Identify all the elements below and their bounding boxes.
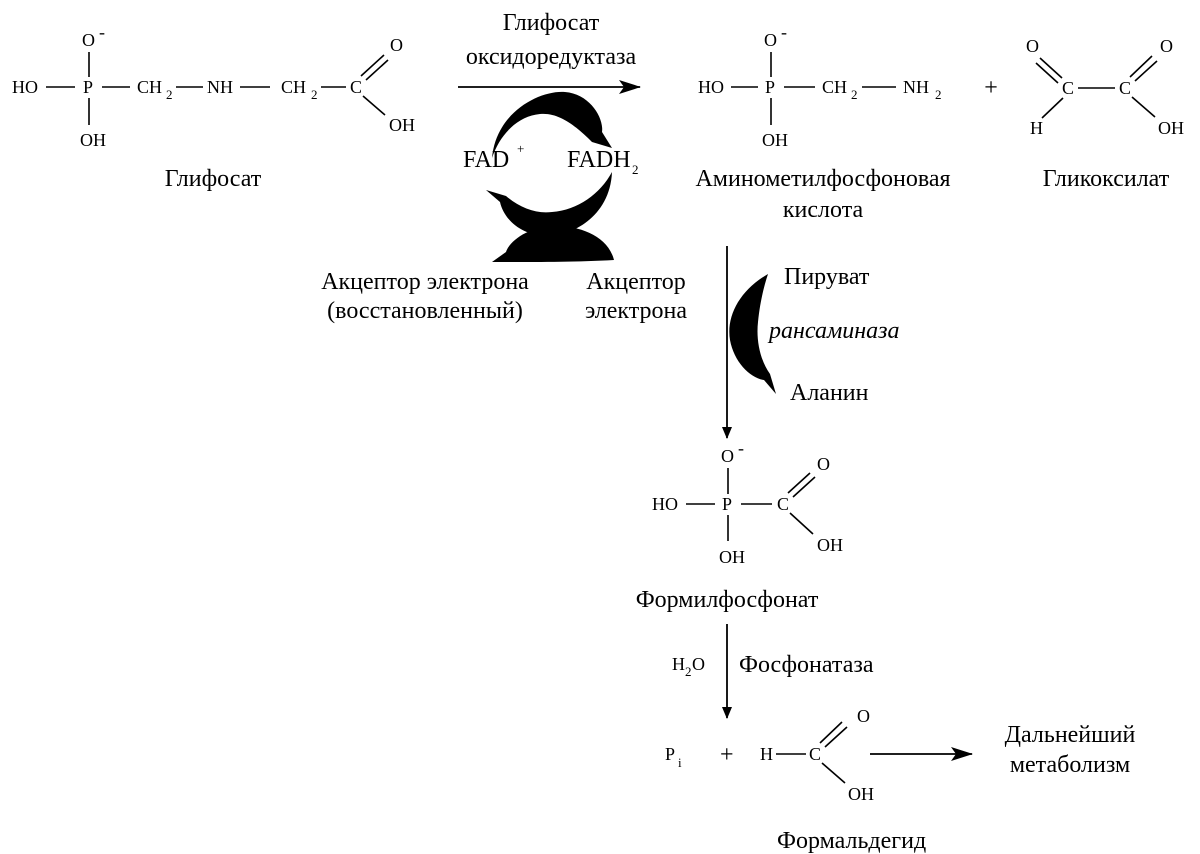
water-sub: 2 — [685, 664, 692, 679]
cofactor-alanine: Аланин — [790, 380, 869, 406]
atom-o: O — [1026, 36, 1039, 56]
atom-p: P — [83, 77, 93, 97]
atom-o: O — [817, 454, 830, 474]
atom-o: O — [764, 30, 777, 50]
label-formylphosphonate: Формилфосфонат — [636, 587, 819, 613]
atom-nh: NH — [903, 77, 929, 97]
atom-oh: OH — [817, 535, 843, 555]
acceptor-crescent — [492, 226, 614, 262]
acceptor-line2: электрона — [585, 298, 687, 324]
atom-oh: OH — [1158, 118, 1184, 138]
atom-p: P — [765, 77, 775, 97]
label-further-line1: Дальнейший — [1005, 722, 1136, 748]
label-ampa-line1: Аминометилфосфоновая — [695, 166, 950, 192]
atom-sub: 2 — [851, 87, 858, 102]
atom-p: P — [722, 494, 732, 514]
atom-c: C — [1062, 78, 1074, 98]
atom-ho: HO — [12, 77, 38, 97]
water-h: H — [672, 654, 685, 674]
atom-sub: 2 — [311, 87, 318, 102]
acceptor-line1: Акцептор — [586, 269, 686, 295]
acceptor-reduced-line1: Акцептор электрона — [321, 269, 529, 295]
charge-minus: - — [738, 438, 744, 458]
atom-ch: CH — [822, 77, 847, 97]
atom-sub: 2 — [166, 87, 173, 102]
atom-c: C — [809, 744, 821, 764]
atom-sub: 2 — [935, 87, 942, 102]
enzyme-oxidoreductase-line1: Глифосат — [503, 10, 600, 36]
atom-o: O — [390, 35, 403, 55]
atom-ho: HO — [698, 77, 724, 97]
fadh-crescent — [486, 172, 612, 236]
atom-ho: HO — [652, 494, 678, 514]
atom-nh: NH — [207, 77, 233, 97]
atom-h: H — [760, 744, 773, 764]
cofactor-fadh-sub: 2 — [632, 162, 639, 177]
formylphosphonate-structure: O - HO P OH C O OH — [652, 438, 843, 567]
product-pi: P — [665, 744, 675, 764]
formaldehyde-structure: H C O OH — [760, 706, 874, 804]
atom-ch: CH — [281, 77, 306, 97]
acceptor-reduced-line2: (восстановленный) — [327, 298, 523, 324]
atom-o: O — [857, 706, 870, 726]
charge-minus: - — [781, 22, 787, 42]
cofactor-pyruvate: Пируват — [784, 264, 870, 290]
atom-c: C — [1119, 78, 1131, 98]
atom-ch: CH — [137, 77, 162, 97]
glyphosate-structure: O - HO P OH CH 2 NH CH 2 C O OH — [12, 22, 415, 150]
atom-o: O — [82, 30, 95, 50]
ampa-structure: O - HO P OH CH 2 NH 2 — [698, 22, 942, 150]
water-o: O — [692, 654, 705, 674]
charge-minus: - — [99, 22, 105, 42]
enzyme-phosphonatase: Фосфонатаза — [739, 652, 874, 678]
atom-oh: OH — [848, 784, 874, 804]
plus-sign: + — [984, 75, 998, 101]
atom-o: O — [721, 446, 734, 466]
atom-oh: OH — [762, 130, 788, 150]
product-pi-sub: i — [678, 755, 682, 770]
enzyme-transaminase: рансаминаза — [767, 318, 900, 344]
atom-oh: OH — [719, 547, 745, 567]
glyoxylate-structure: O C H C O OH — [1026, 36, 1184, 138]
atom-oh: OH — [80, 130, 106, 150]
label-further-line2: метаболизм — [1010, 752, 1130, 778]
cofactor-fad-sup: + — [517, 141, 524, 156]
label-ampa-line2: кислота — [783, 197, 864, 223]
fad-crescent — [492, 91, 612, 158]
label-formaldehyde: Формальдегид — [777, 828, 926, 854]
enzyme-oxidoreductase-line2: оксидоредуктаза — [466, 44, 637, 70]
atom-h: H — [1030, 118, 1043, 138]
label-glyoxylate: Гликоксилат — [1043, 166, 1170, 192]
label-glyphosate: Глифосат — [165, 166, 262, 192]
atom-oh: OH — [389, 115, 415, 135]
atom-c: C — [777, 494, 789, 514]
transaminase-crescent — [729, 274, 776, 394]
cofactor-fad: FAD — [463, 147, 509, 173]
plus-sign: + — [720, 742, 734, 768]
cofactor-fadh: FADH — [567, 147, 631, 173]
atom-o: O — [1160, 36, 1173, 56]
atom-c: C — [350, 77, 362, 97]
